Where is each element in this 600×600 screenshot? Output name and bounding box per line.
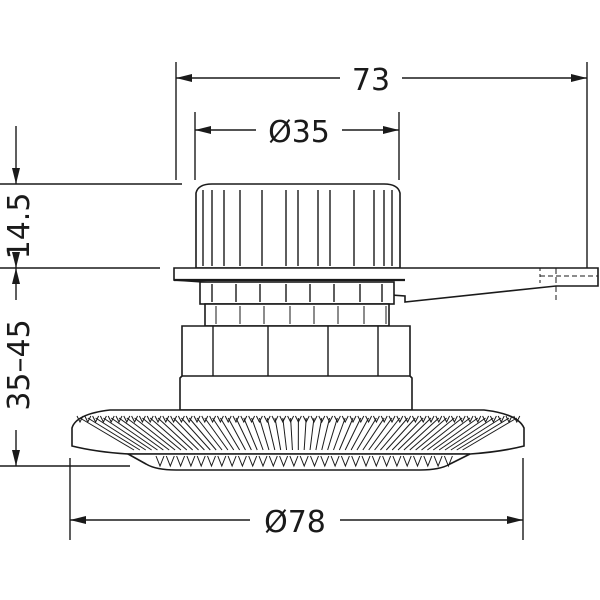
spindle	[199, 281, 395, 327]
hex-body	[179, 325, 413, 411]
height-range-label: 35–45	[2, 319, 37, 410]
top-diameter-label: Ø35	[268, 115, 330, 150]
base-foot	[71, 409, 525, 471]
dim-base-diameter: Ø78	[69, 458, 524, 540]
adjustment-knob	[195, 183, 401, 269]
base-diameter-label: Ø78	[264, 505, 326, 540]
base-serrations	[76, 415, 521, 468]
dim-top-diameter: Ø35	[194, 112, 400, 180]
dim-overall-width: 73	[175, 62, 588, 270]
bracket-height-label: 14.5	[2, 193, 37, 260]
dim-vertical: 14.5 35–45	[0, 126, 182, 467]
knob-ribs	[202, 190, 393, 266]
overall-width-label: 73	[352, 63, 390, 98]
